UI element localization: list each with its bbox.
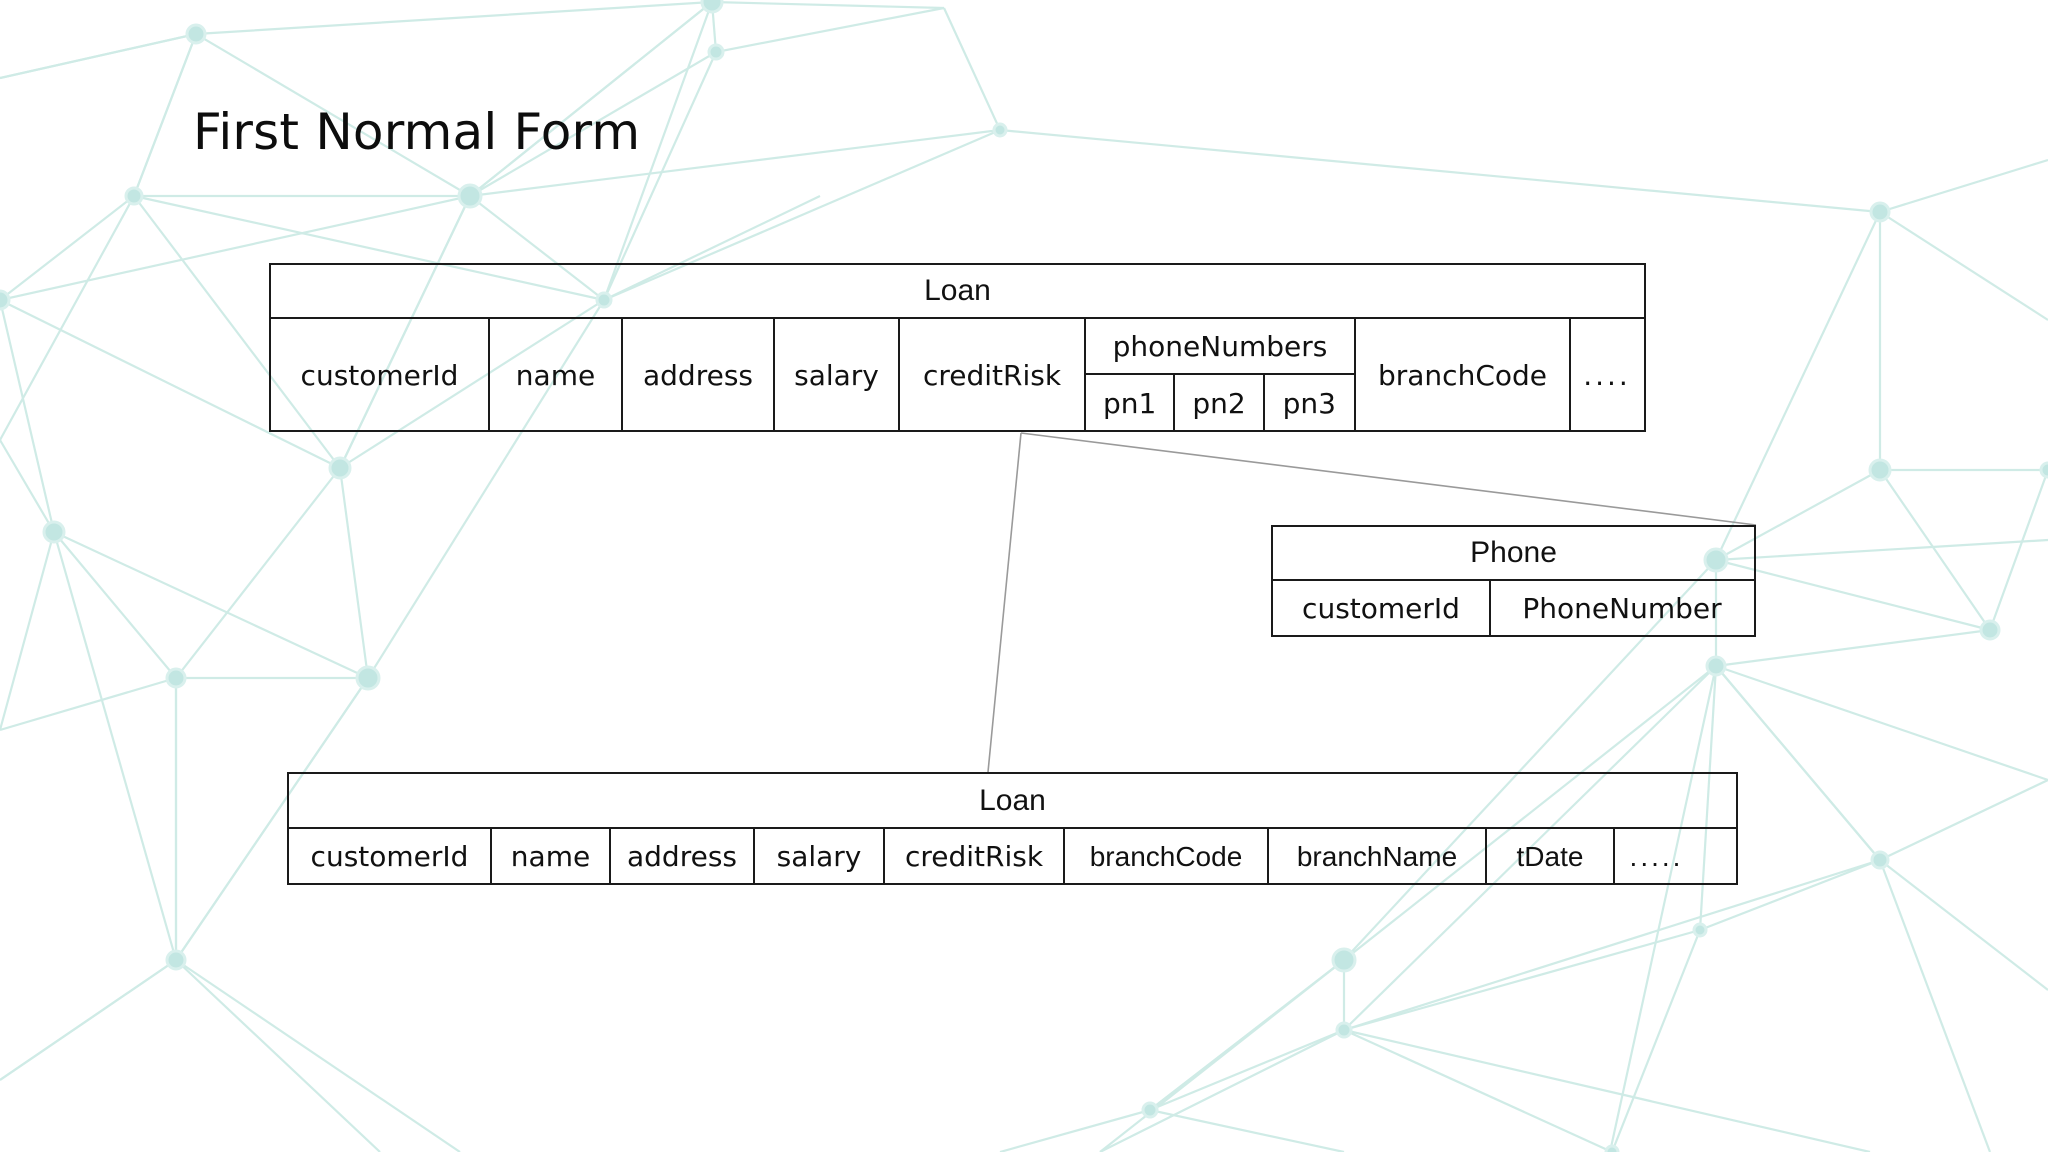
loan-unnormalized-column-row: customerId name address salary creditRis… (271, 319, 1644, 431)
column-label: ..... (1629, 840, 1684, 872)
column-creditRisk: creditRisk (885, 829, 1065, 884)
column-label: name (510, 840, 591, 873)
column-ellipsis: ..... (1615, 829, 1698, 884)
column-label: branchCode (1089, 840, 1243, 872)
column-label: PhoneNumber (1522, 592, 1722, 625)
group-label-wrapper: phoneNumbers (1086, 319, 1354, 375)
page-title: First Normal Form (193, 103, 641, 161)
subcolumn-pn3: pn3 (1265, 375, 1354, 431)
column-tDate: tDate (1487, 829, 1615, 884)
column-ellipsis: .... (1571, 319, 1643, 431)
table-title: Phone (1470, 536, 1557, 569)
column-customerId: customerId (289, 829, 492, 884)
subcolumn-pn1: pn1 (1086, 375, 1176, 431)
column-label: branchName (1296, 840, 1458, 872)
phoneNumbers-subcolumn-row: pn1 pn2 pn3 (1086, 375, 1354, 431)
phone-column-row: customerId PhoneNumber (1273, 581, 1754, 636)
column-label: branchCode (1377, 358, 1547, 392)
subcolumn-label: pn2 (1192, 386, 1246, 420)
column-label: creditRisk (904, 840, 1044, 873)
column-label: customerId (310, 840, 469, 873)
loan-normalized-title-row: Loan (289, 774, 1736, 829)
loan-normalized-table: Loan customerId name address salary cred… (287, 772, 1738, 885)
column-branchName: branchName (1269, 829, 1487, 884)
subcolumn-label: pn3 (1282, 386, 1336, 420)
column-salary: salary (755, 829, 885, 884)
phone-table: Phone customerId PhoneNumber (1271, 525, 1756, 637)
column-label: creditRisk (922, 358, 1062, 392)
table-title: Loan (924, 274, 991, 307)
column-branchCode: branchCode (1065, 829, 1269, 884)
column-customerId: customerId (1273, 581, 1491, 636)
column-label: address (642, 358, 753, 392)
loan-unnormalized-title-row: Loan (271, 265, 1644, 319)
column-salary: salary (775, 319, 900, 431)
column-label: address (626, 840, 737, 873)
loan-unnormalized-table: Loan customerId name address salary cred… (269, 263, 1646, 432)
column-creditRisk: creditRisk (900, 319, 1086, 431)
table-title: Loan (979, 783, 1046, 817)
column-name: name (490, 319, 623, 431)
column-customerId: customerId (271, 319, 490, 431)
phone-title-row: Phone (1273, 527, 1754, 581)
column-address: address (611, 829, 755, 884)
column-label: phoneNumbers (1112, 329, 1328, 363)
column-branchCode: branchCode (1356, 319, 1571, 431)
column-group-phoneNumbers: phoneNumbers pn1 pn2 pn3 (1086, 319, 1356, 431)
column-label: .... (1583, 358, 1631, 392)
loan-normalized-column-row: customerId name address salary creditRis… (289, 829, 1736, 884)
column-PhoneNumber: PhoneNumber (1491, 581, 1753, 636)
column-label: customerId (1302, 592, 1460, 625)
column-name: name (492, 829, 611, 884)
column-label: salary (794, 358, 879, 392)
column-address: address (623, 319, 775, 431)
column-label: tDate (1516, 840, 1584, 872)
subcolumn-label: pn1 (1103, 386, 1157, 420)
column-label: salary (776, 840, 862, 873)
column-label: customerId (300, 358, 459, 392)
subcolumn-pn2: pn2 (1175, 375, 1265, 431)
column-label: name (515, 358, 596, 392)
